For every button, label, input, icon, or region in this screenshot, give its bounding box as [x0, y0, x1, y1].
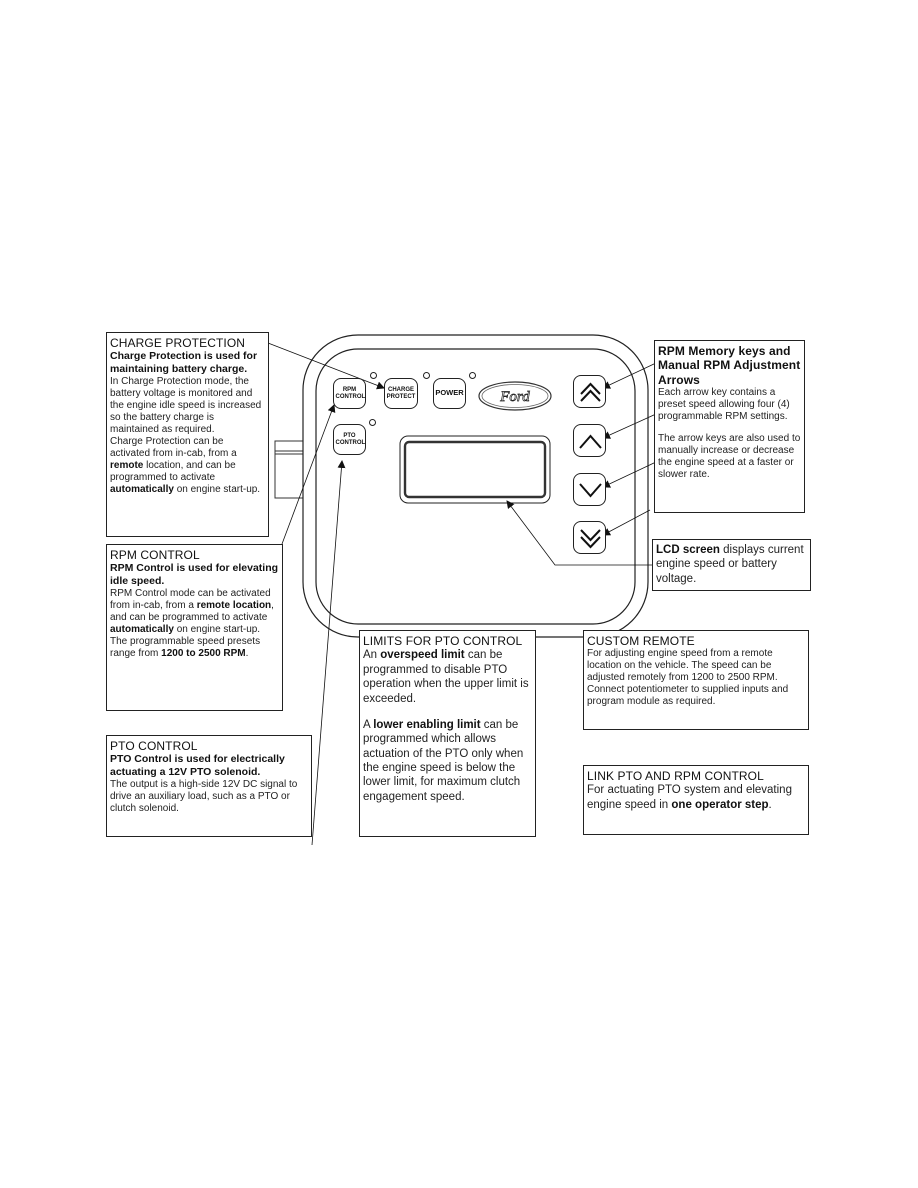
- callout-title: CHARGE PROTECTION: [110, 336, 246, 350]
- ford-logo: Ford: [478, 381, 552, 411]
- callout-text: The output is a high-side 12V DC signal …: [110, 778, 298, 814]
- leader-key-4: [602, 509, 651, 536]
- leader-charge-protect: [267, 342, 385, 390]
- callout-title: RPM CONTROL: [110, 548, 200, 562]
- leader-rpm-control: [281, 404, 336, 545]
- callout-text: For actuating PTO system and elevating e…: [587, 784, 792, 811]
- charge-protect-led: [370, 372, 377, 379]
- callout-lcd-screen: LCD screen displays current engine speed…: [652, 539, 811, 591]
- callout-title: LINK PTO AND RPM CONTROL: [587, 769, 764, 783]
- callout-lead: Charge Protection is used for maintainin…: [110, 350, 258, 375]
- power-led: [423, 372, 430, 379]
- chevron-up-icon: [579, 434, 602, 449]
- callout-title: LIMITS FOR PTO CONTROL: [363, 634, 523, 648]
- double-chevron-up-icon: [580, 382, 601, 402]
- side-connector: [274, 440, 306, 499]
- callout-text: Charge Protection can be activated from …: [110, 435, 261, 495]
- callout-text: For adjusting engine speed from a remote…: [587, 648, 789, 708]
- leader-key-1: [602, 362, 657, 389]
- callout-rpm-control: RPM CONTROL RPM Control is used for elev…: [106, 544, 283, 711]
- leader-lcd: [506, 500, 652, 566]
- charge-protect-button[interactable]: CHARGE PROTECT: [384, 378, 418, 409]
- leader-key-2: [602, 413, 657, 439]
- callout-custom-remote: CUSTOM REMOTE For adjusting engine speed…: [583, 630, 809, 730]
- pto-control-button[interactable]: PTO CONTROL: [333, 424, 366, 455]
- callout-charge-protection: CHARGE PROTECTION Charge Protection is u…: [106, 332, 269, 537]
- up-arrow-key[interactable]: [573, 424, 606, 457]
- pto-control-led: [369, 419, 376, 426]
- callout-lead: PTO Control is used for electrically act…: [110, 753, 285, 778]
- svg-text:Ford: Ford: [499, 389, 530, 405]
- callout-pto-control: PTO CONTROL PTO Control is used for elec…: [106, 735, 312, 837]
- leader-key-3: [602, 461, 657, 488]
- leader-pto-control: [311, 460, 346, 846]
- callout-text: Each arrow key contains a preset speed a…: [658, 387, 790, 423]
- callout-link-pto-rpm: LINK PTO AND RPM CONTROL For actuating P…: [583, 765, 809, 835]
- callout-title: PTO CONTROL: [110, 739, 198, 753]
- callout-text: An overspeed limit can be programmed to …: [363, 649, 529, 705]
- callout-rpm-memory: RPM Memory keys and Manual RPM Adjustmen…: [654, 340, 805, 513]
- callout-text: A lower enabling limit can be programmed…: [363, 718, 524, 803]
- double-up-arrow-key[interactable]: [573, 375, 606, 408]
- callout-text: The programmable speed presets range fro…: [110, 635, 261, 659]
- rpm-control-button[interactable]: RPM CONTROL: [333, 378, 366, 409]
- chevron-down-icon: [579, 483, 602, 498]
- callout-text: RPM Control mode can be activated from i…: [110, 587, 274, 635]
- double-chevron-down-icon: [580, 529, 601, 549]
- lcd-screen: [403, 440, 547, 499]
- callout-text: The arrow keys are also used to manually…: [658, 433, 801, 481]
- callout-limits-pto: LIMITS FOR PTO CONTROL An overspeed limi…: [359, 630, 536, 837]
- power-right-led: [469, 372, 476, 379]
- callout-text: LCD screen displays current engine speed…: [656, 544, 804, 585]
- callout-title: CUSTOM REMOTE: [587, 634, 695, 648]
- power-button[interactable]: POWER: [433, 378, 466, 409]
- double-down-arrow-key[interactable]: [573, 521, 606, 554]
- callout-text: In Charge Protection mode, the battery v…: [110, 375, 262, 435]
- callout-title: RPM Memory keys and Manual RPM Adjustmen…: [658, 344, 801, 387]
- callout-lead: RPM Control is used for elevating idle s…: [110, 562, 279, 587]
- down-arrow-key[interactable]: [573, 473, 606, 506]
